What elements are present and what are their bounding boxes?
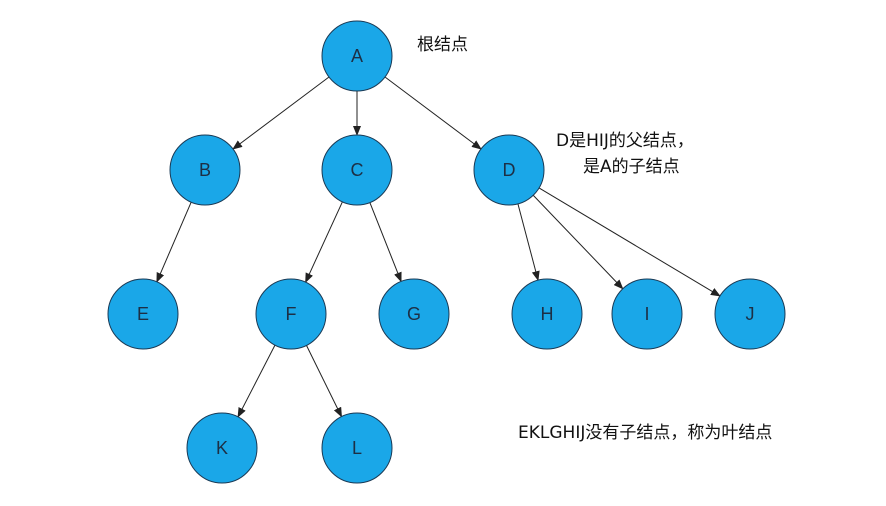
tree-node-j: J — [714, 278, 786, 350]
edge-b-e — [156, 201, 192, 283]
edge-f-k — [237, 344, 276, 418]
node-label: H — [541, 304, 554, 324]
tree-node-f: F — [255, 278, 327, 350]
edge-d-j — [538, 187, 721, 297]
node-label: B — [199, 160, 211, 180]
nodes-layer: A B C D E F G H I J K L — [107, 20, 786, 484]
node-label: J — [746, 304, 755, 324]
edge-a-b — [232, 76, 330, 150]
edge-c-g — [369, 202, 402, 283]
node-label: F — [286, 304, 297, 324]
node-label: A — [351, 46, 363, 66]
node-label: K — [216, 438, 228, 458]
edges-layer — [156, 76, 721, 418]
edge-a-d — [384, 76, 482, 150]
node-circle — [107, 278, 179, 350]
edge-d-h — [517, 203, 540, 282]
tree-node-c: C — [321, 134, 393, 206]
node-circle — [169, 134, 241, 206]
node-label: L — [352, 438, 362, 458]
tree-node-a: A — [321, 20, 393, 92]
tree-node-g: G — [378, 278, 450, 350]
edge-d-i — [532, 194, 624, 290]
tree-node-l: L — [321, 412, 393, 484]
node-circle — [611, 278, 683, 350]
tree-node-k: K — [186, 412, 258, 484]
edge-f-l — [306, 345, 342, 418]
d-parent-annotation: D是HIJ的父结点， — [556, 131, 694, 151]
tree-node-i: I — [611, 278, 683, 350]
tree-node-b: B — [169, 134, 241, 206]
node-label: I — [644, 304, 649, 324]
node-circle — [255, 278, 327, 350]
node-circle — [511, 278, 583, 350]
tree-node-e: E — [107, 278, 179, 350]
root-annotation: 根结点 — [417, 35, 468, 55]
node-label: D — [503, 160, 516, 180]
tree-node-h: H — [511, 278, 583, 350]
node-circle — [321, 20, 393, 92]
node-circle — [714, 278, 786, 350]
node-label: G — [407, 304, 421, 324]
leaf-annotation: EKLGHIJ没有子结点，称为叶结点 — [518, 423, 773, 443]
d-child-annotation: 是A的子结点 — [583, 157, 680, 177]
node-circle — [321, 134, 393, 206]
node-circle — [473, 134, 545, 206]
node-circle — [321, 412, 393, 484]
tree-node-d: D — [473, 134, 545, 206]
node-label: C — [351, 160, 364, 180]
node-circle — [186, 412, 258, 484]
node-label: E — [137, 304, 149, 324]
node-circle — [378, 278, 450, 350]
edge-c-f — [305, 201, 343, 284]
